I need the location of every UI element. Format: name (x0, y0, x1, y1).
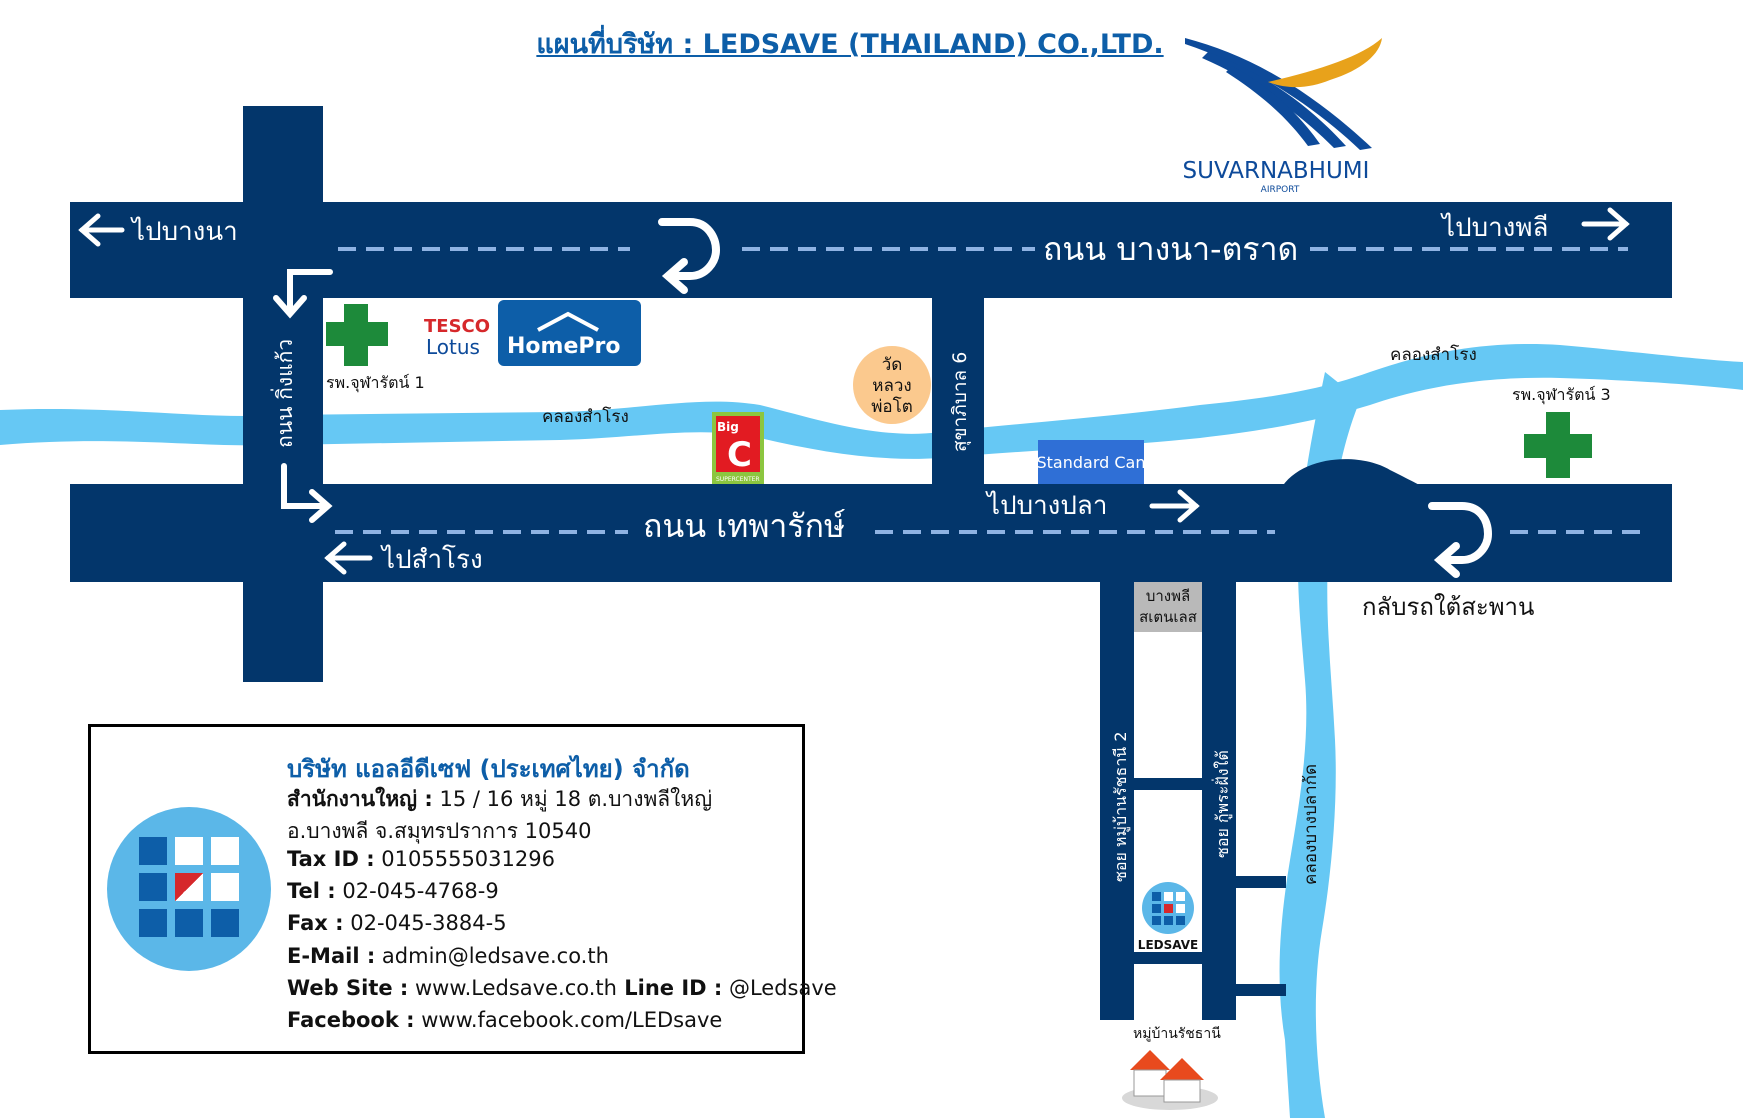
tax-value: 0105555031296 (374, 847, 555, 871)
temple-label-1: วัด (882, 355, 903, 375)
tel-label: Tel : (287, 879, 336, 903)
email-line: E-Mail : admin@ledsave.co.th (287, 944, 609, 968)
web-line: Web Site : www.Ledsave.co.th Line ID : @… (287, 976, 837, 1000)
road-label-soi-kuphrafangtai: ซอย กู้พระฝั่งใต้ (1211, 750, 1233, 858)
soi-kuphrafangtai-road (1202, 582, 1236, 1020)
suvarnabhumi-logo-icon (1185, 38, 1382, 150)
standard-can-box (1038, 440, 1144, 484)
waterway-label-bangplakot: คลองบางปลาก้ด (1301, 764, 1321, 885)
website-link[interactable]: www.Ledsave.co.th (408, 976, 617, 1000)
map-title: แผนที่บริษัท : LEDSAVE (THAILAND) CO.,LT… (536, 29, 1164, 60)
u-turn-icon-bangna (658, 218, 721, 294)
arrow-right-icon-bangpla (1149, 489, 1200, 523)
road-label-theparak: ถนน เทพารักษ์ (643, 507, 845, 545)
road-label-soi-ratchathani2: ซอย หมู่บ้านรัชธานี 2 (1111, 731, 1131, 882)
cross-soi-1 (1134, 778, 1202, 790)
lotus-logo-text: Lotus (426, 335, 480, 359)
waterway-label-samrong-left: คลองสำโรง (542, 406, 629, 427)
hq-label: สำนักงานใหญ่ : (287, 787, 433, 811)
waterway-label-samrong-right: คลองสำโรง (1390, 344, 1477, 365)
turn-arrow-icon-kingkaeo-top (273, 269, 333, 319)
email-link[interactable]: admin@ledsave.co.th (375, 944, 609, 968)
hospital-cross-icon-1 (326, 304, 388, 366)
line-id-label: Line ID : (616, 976, 723, 1000)
ledsave-marker-label: LEDSAVE (1138, 938, 1198, 952)
address-line-2: อ.บางพลี จ.สมุทรปราการ 10540 (287, 819, 592, 843)
fax-value: 02-045-3884-5 (343, 911, 507, 935)
arrow-left-icon-samrong (324, 541, 373, 575)
khlong-samrong-river (0, 344, 1743, 459)
temple-label-2: หลวง (872, 376, 911, 396)
bangphli-stainless-label-2: สเตนเลส (1139, 608, 1197, 626)
line-id-value[interactable]: @Ledsave (722, 976, 837, 1000)
company-info-box: บริษัท แอลอีดีเซฟ (ประเทศไทย) จำกัด สำนั… (88, 724, 837, 1054)
bangphli-stainless-label-1: บางพลี (1146, 587, 1190, 605)
village-label: หมู่บ้านรัชธานี (1133, 1026, 1221, 1042)
road-label-bangna-trat: ถนน บางนา-ตราด (1043, 230, 1298, 268)
homepro-logo-text: HomePro (507, 334, 620, 359)
fax-label: Fax : (287, 911, 344, 935)
temple-label-3: พ่อโต (871, 396, 913, 417)
direction-to-bangna: ไปบางนา (130, 216, 238, 247)
standard-can-label: Standard Can (1037, 453, 1146, 472)
airport-name: SUVARNABHUMI (1183, 158, 1370, 184)
airport-sub: AIRPORT (1261, 185, 1300, 195)
direction-to-bangpla: ไปบางปลา (985, 490, 1107, 521)
email-label: E-Mail : (287, 944, 376, 968)
homepro-logo-box (498, 300, 641, 366)
u-turn-icon-theparak (1428, 502, 1493, 578)
hospital-cross-icon-3 (1524, 412, 1592, 478)
temple-badge (853, 346, 931, 424)
ledsave-logo-icon (107, 807, 271, 971)
bigc-logo-big: Big (717, 420, 739, 434)
king-kaeo-road (243, 106, 323, 682)
village-houses-icon (1122, 1050, 1218, 1110)
bigc-logo-sub: SUPERCENTER (716, 476, 760, 483)
facebook-line: Facebook : www.facebook.com/LEDsave (287, 1008, 722, 1032)
tel-value[interactable]: 02-045-4768-9 (335, 879, 499, 903)
fax-line: Fax : 02-045-3884-5 (287, 911, 507, 935)
soi-ratchathani2-road (1100, 582, 1134, 1020)
homepro-roof-icon (537, 311, 599, 332)
bigc-logo-c: C (727, 435, 752, 475)
cross-soi-3 (1236, 876, 1286, 888)
u-turn-under-bridge-label: กลับรถใต้สะพาน (1362, 593, 1534, 621)
hq-address-line: สำนักงานใหญ่ : 15 / 16 หมู่ 18 ต.บางพลีใ… (287, 783, 712, 816)
bridge-hump (1280, 459, 1430, 490)
facebook-label: Facebook : (287, 1008, 415, 1032)
cross-soi-4 (1236, 984, 1286, 996)
arrow-right-icon-bangphli (1581, 207, 1630, 241)
bangphli-stainless-box (1134, 582, 1202, 632)
tel-line: Tel : 02-045-4768-9 (287, 879, 499, 903)
road-label-king-kaeo: ถนน กิ่งแก้ว (270, 339, 297, 448)
hospital-3-label: รพ.จุฬารัตน์ 3 (1512, 385, 1611, 405)
road-label-sukhaphiban6: สุขาภิบาล 6 (949, 352, 972, 452)
company-name: บริษัท แอลอีดีเซฟ (ประเทศไทย) จำกัด (287, 755, 690, 783)
sukhaphiban6-road (932, 298, 984, 484)
hq-value: 15 / 16 หมู่ 18 ต.บางพลีใหญ่ (432, 787, 713, 811)
tax-id-line: Tax ID : 0105555031296 (287, 847, 555, 871)
ledsave-marker-grid-icon (1152, 892, 1185, 925)
tesco-logo-text: TESCO (424, 316, 490, 337)
tax-label: Tax ID : (287, 847, 375, 871)
web-label: Web Site : (287, 976, 409, 1000)
direction-to-bangphli: ไปบางพลี (1440, 212, 1548, 243)
turn-arrow-icon-kingkaeo-bottom (281, 463, 333, 523)
hospital-1-label: รพ.จุฬารัตน์ 1 (326, 373, 425, 393)
facebook-link[interactable]: www.facebook.com/LEDsave (414, 1008, 723, 1032)
arrow-left-icon-bangna (78, 213, 125, 247)
direction-to-samrong: ไปสำโรง (380, 544, 483, 575)
cross-soi-2 (1134, 952, 1202, 964)
